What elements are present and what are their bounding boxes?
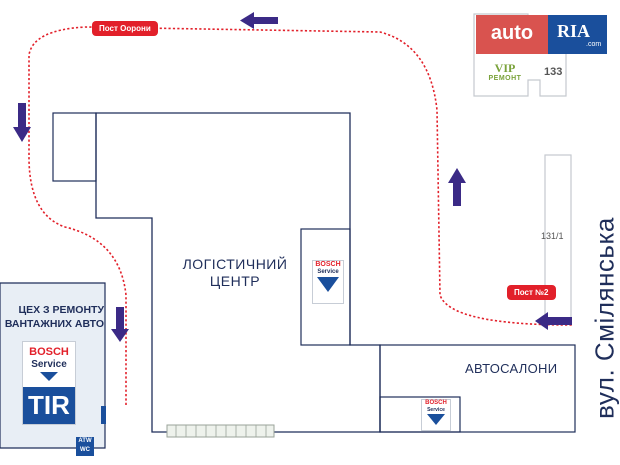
logistics-center-line2: ЦЕНТР xyxy=(209,273,261,289)
logistics-center-label: ЛОГІСТИЧНИЙ ЦЕНТР xyxy=(170,256,300,290)
guard-post-badge: Пост Оорони xyxy=(92,21,158,36)
truck-repair-label: ЦЕХ З РЕМОНТУ ВАНТАЖНИХ АВТО xyxy=(0,303,104,331)
truck-repair-door xyxy=(101,406,106,424)
gate-pattern xyxy=(175,425,267,437)
access-route-path xyxy=(28,26,573,405)
building-133-label: 133 xyxy=(544,66,563,78)
arrow-left-icon xyxy=(535,312,572,330)
vip-remont-logo: VIP РЕМОНТ xyxy=(485,62,525,83)
autoria-ria-text: RIA xyxy=(557,21,591,41)
autoria-ria-block: RIA .com xyxy=(548,15,607,54)
arrow-down-icon xyxy=(111,307,129,342)
truck-repair-line2: ВАНТАЖНИХ АВТО xyxy=(4,318,104,330)
wc-sign-label: WC xyxy=(80,447,90,453)
bosch-tir-sign: BOSCH Service TIR xyxy=(22,341,76,425)
building-131-1-label: 131/1 xyxy=(541,231,564,241)
bosch-text: BOSCH xyxy=(425,400,447,406)
bosch-text: BOSCH xyxy=(315,261,341,268)
logistics-center-line1: ЛОГІСТИЧНИЙ xyxy=(182,256,288,272)
car-dealers-building xyxy=(379,344,576,433)
bosch-text: BOSCH xyxy=(29,346,69,358)
bosch-triangle-icon xyxy=(427,414,445,425)
arrow-up-icon xyxy=(448,168,466,206)
street-label: вул. Смілянська xyxy=(589,217,620,419)
bosch-service-logo: BOSCH Service xyxy=(421,399,451,431)
remont-text: РЕМОНТ xyxy=(488,75,522,82)
service-text: Service xyxy=(317,269,339,275)
autoria-auto-block: auto xyxy=(476,15,548,54)
wc-sign: ATW WC xyxy=(76,437,94,456)
tir-block: TIR xyxy=(23,387,75,424)
autoria-logo: auto RIA .com xyxy=(476,15,607,54)
service-text: Service xyxy=(427,407,445,413)
autoria-com-text: .com xyxy=(586,41,602,48)
arrow-down-icon xyxy=(13,103,31,142)
truck-repair-line1: ЦЕХ З РЕМОНТУ xyxy=(18,304,104,316)
vip-text: VIP xyxy=(494,61,516,75)
bosch-triangle-icon xyxy=(40,372,58,381)
post-2-badge: Пост №2 xyxy=(507,285,556,300)
service-text: Service xyxy=(31,359,67,370)
gate xyxy=(166,424,275,438)
car-dealers-bosch-bay xyxy=(379,396,461,433)
car-dealers-label: АВТОСАЛОНИ xyxy=(465,361,558,376)
wc-sign-top: ATW xyxy=(78,438,92,444)
bosch-service-logo: BOSCH Service xyxy=(312,260,344,304)
arrow-left-icon xyxy=(240,12,278,29)
bosch-service-bay xyxy=(300,228,351,346)
bosch-triangle-icon xyxy=(317,277,339,292)
annex-building xyxy=(52,112,97,182)
